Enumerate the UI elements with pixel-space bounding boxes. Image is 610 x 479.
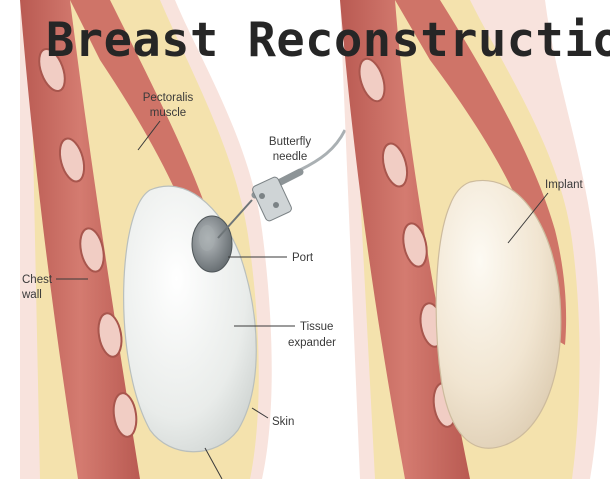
svg-text:Tissue: Tissue xyxy=(300,321,333,333)
svg-text:Implant: Implant xyxy=(545,179,584,191)
svg-text:Skin: Skin xyxy=(272,416,294,428)
svg-text:expander: expander xyxy=(288,337,336,349)
svg-text:muscle: muscle xyxy=(150,107,186,119)
left-breast-illustration xyxy=(20,0,345,479)
right-breast-illustration xyxy=(340,0,600,479)
svg-text:Chest: Chest xyxy=(22,274,53,286)
svg-text:Pectoralis: Pectoralis xyxy=(143,92,194,104)
svg-text:needle: needle xyxy=(273,151,308,163)
label-butterfly-needle: Butterfly needle xyxy=(269,136,311,163)
svg-text:Port: Port xyxy=(292,252,314,264)
svg-text:wall: wall xyxy=(21,289,42,301)
port-shape xyxy=(192,216,232,272)
page-title: Breast Reconstruction xyxy=(46,13,610,68)
svg-text:Butterfly: Butterfly xyxy=(269,136,311,148)
